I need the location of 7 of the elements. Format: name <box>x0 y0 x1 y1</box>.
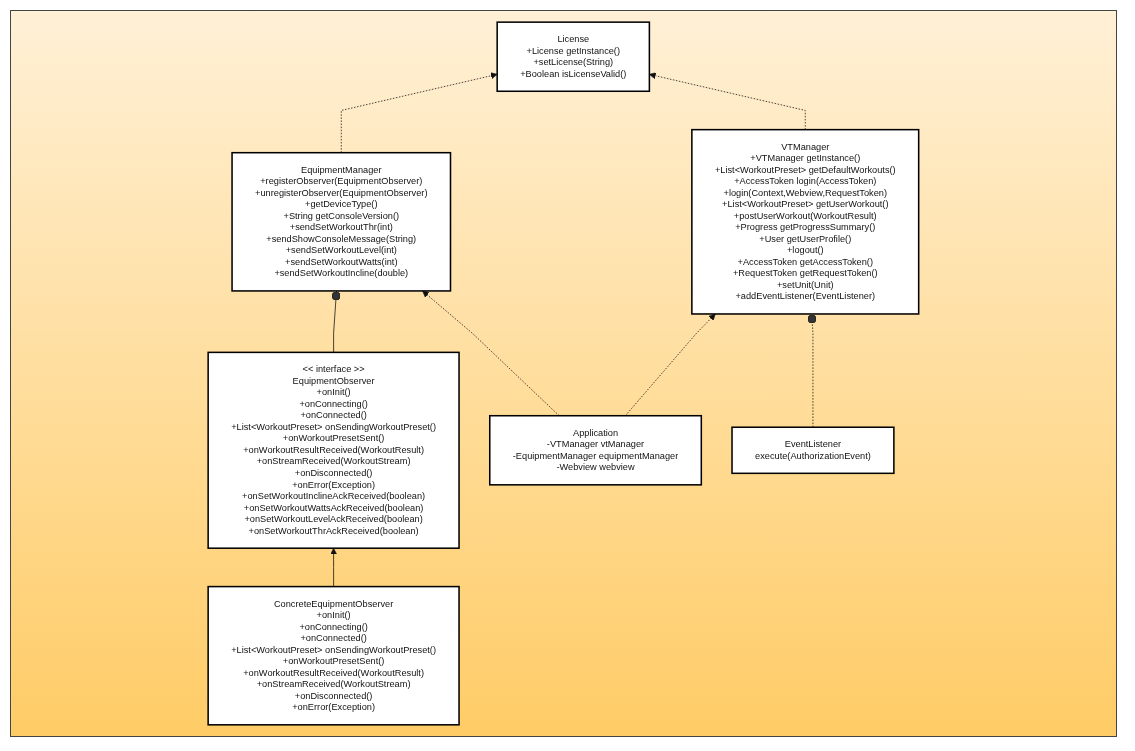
node-box: EventListener execute(AuthorizationEvent) <box>731 426 895 475</box>
node-box: License +License getInstance() +setLicense(String) +Boolean isLicenseValid() <box>496 21 651 93</box>
node-box: << interface >> EquipmentObserver +onInit() +onConnecting() +onConnected() +List<WorkoutPreset> onSendingWorkoutPreset() +onWorkoutPresetSent() +onWorkoutResultReceived(WorkoutResult) +onStreamReceived(WorkoutStream) +onDisconnected() +onError(Exception) +onSetWorkoutInclineAckReceived(boolean) +onSetWorkoutWattsAckReceived(boolean) +onSetWorkoutLevelAckReceived(boolean) +onSetWorkoutThrAckReceived(boolean) <box>207 351 460 549</box>
node-box: ConcreteEquipmentObserver +onInit() +onConnecting() +onConnected() +List<WorkoutPreset> onSendingWorkoutPreset() +onWorkoutPresetSent() +onWorkoutResultReceived(WorkoutResult) +onStreamReceived(WorkoutStream) +onDisconnected() +onError(Exception) <box>207 585 460 726</box>
node-box: EquipmentManager +registerObserver(EquipmentObserver) +unregisterObserver(EquipmentObserver) +getDeviceType() +String getConsoleVersion() +sendSetWorkoutThr(int) +sendShowConsoleMessage(String) +sendSetWorkoutLevel(int) +sendSetWorkoutWatts(int) +sendSetWorkoutIncline(double) <box>231 151 452 292</box>
node-box: VTManager +VTManager getInstance() +List<WorkoutPreset> getDefaultWorkouts() +AccessToken login(AccessToken) +login(Context,Webview,RequestToken) +List<WorkoutPreset> getUserWorkout() +postUserWorkout(WorkoutResult) +Progress getProgressSummary() +User getUserProfile() +logout() +AccessToken getAccessToken() +RequestToken getRequestToken() +setUnit(Unit) +addEventListener(EventListener) <box>691 128 920 315</box>
node-box: Application -VTManager vtManager -EquipmentManager equipmentManager -Webview webview <box>489 414 703 486</box>
